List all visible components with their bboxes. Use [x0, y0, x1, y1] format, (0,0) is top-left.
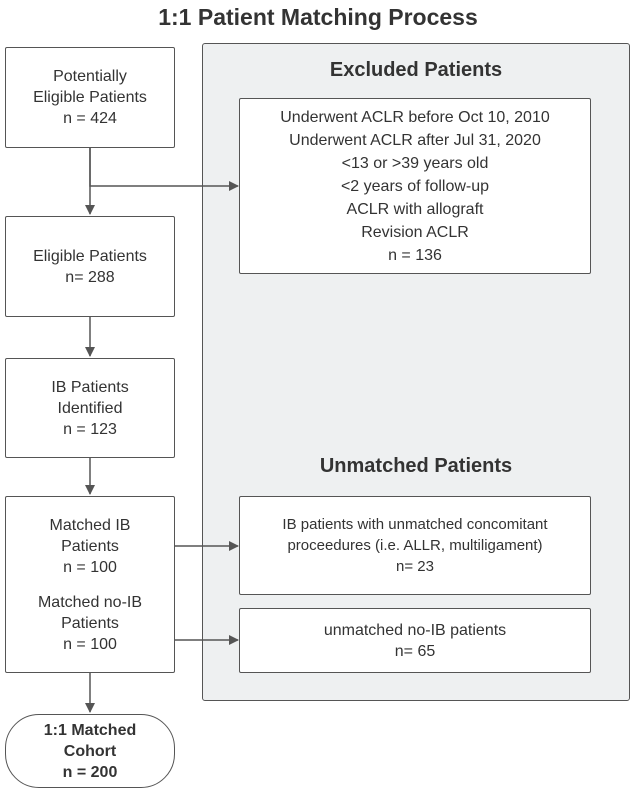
- box-line: Patients: [61, 537, 119, 555]
- box-line: Patients: [61, 614, 119, 632]
- box-line: Matched no-IB: [37, 593, 143, 611]
- box-line: n = 424: [63, 110, 117, 127]
- box-line: proceedures (i.e. ALLR, multiligament): [287, 537, 543, 554]
- diagram-title: 1:1 Patient Matching Process: [158, 4, 478, 30]
- box-line: n = 200: [62, 763, 118, 781]
- box-line: ACLR with allograft: [346, 200, 484, 218]
- box-line: Eligible Patients: [33, 247, 147, 265]
- box-line: Eligible Patients: [33, 89, 147, 106]
- box-line: Underwent ACLR after Jul 31, 2020: [289, 131, 541, 149]
- arrow-to-excluded: [89, 148, 239, 191]
- box-line: Cohort: [63, 742, 117, 760]
- excluded-criteria-box: Underwent ACLR before Oct 10, 2010 Under…: [239, 98, 591, 274]
- box-line: IB Patients: [51, 378, 129, 396]
- box-line: n= 65: [394, 642, 436, 660]
- unmatched-ib-box: IB patients with unmatched concomitant p…: [239, 496, 591, 595]
- box-line: Revision ACLR: [361, 223, 469, 241]
- box-line: Potentially: [53, 68, 127, 85]
- eligible-box: Eligible Patients n= 288: [5, 216, 175, 317]
- excluded-heading: Excluded Patients: [329, 59, 503, 81]
- unmatched-heading: Unmatched Patients: [319, 455, 513, 477]
- box-line: n = 123: [63, 420, 117, 438]
- ib-identified-box: IB Patients Identified n = 123: [5, 358, 175, 458]
- potentially-eligible-box: Potentially Eligible Patients n = 424: [5, 47, 175, 148]
- box-line: Identified: [57, 399, 123, 417]
- box-line: n= 288: [65, 268, 115, 286]
- box-line: Underwent ACLR before Oct 10, 2010: [280, 108, 550, 126]
- matched-cohort-terminal: 1:1 Matched Cohort n = 200: [5, 714, 175, 788]
- box-line: <2 years of follow-up: [340, 177, 490, 195]
- box-line: n= 23: [396, 558, 434, 575]
- box-line: 1:1 Matched: [43, 721, 137, 739]
- matched-box: Matched IB Patients n = 100 Matched no-I…: [5, 496, 175, 673]
- box-line: unmatched no-IB patients: [323, 621, 507, 639]
- box-line: n = 100: [63, 635, 117, 653]
- box-line: n = 100: [63, 558, 117, 576]
- box-line: IB patients with unmatched concomitant: [282, 516, 548, 533]
- box-line: n = 136: [388, 246, 442, 264]
- box-line: <13 or >39 years old: [341, 154, 489, 172]
- box-line: Matched IB: [49, 516, 131, 534]
- unmatched-noib-box: unmatched no-IB patients n= 65: [239, 608, 591, 673]
